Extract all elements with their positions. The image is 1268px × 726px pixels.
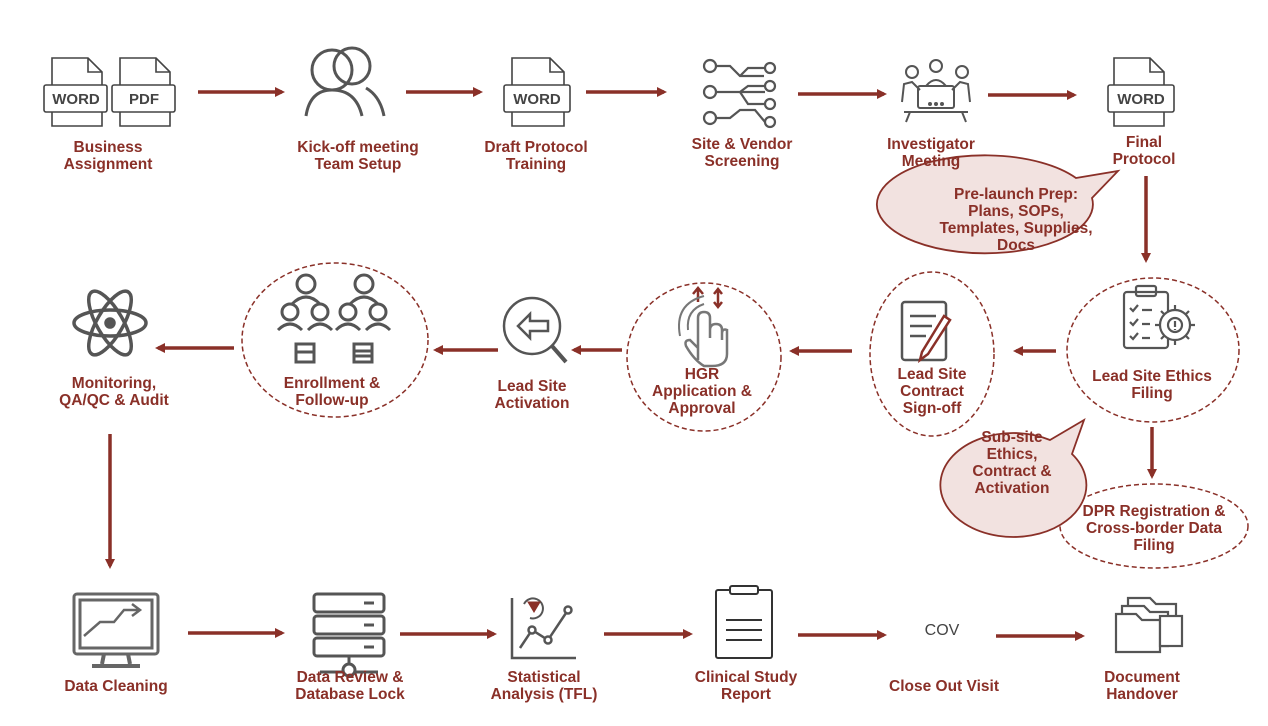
meeting-table-icon: [901, 59, 971, 123]
label-data-review: Data Review &Database Lock: [295, 669, 405, 703]
clipboard-gear-icon: [1122, 284, 1195, 350]
label-enrollment: Enrollment &Follow-up: [283, 375, 381, 409]
callout-prelaunch: Pre-launch Prep:Plans, SOPs, Templates, …: [939, 186, 1093, 254]
monitor-chart-icon: [72, 592, 160, 668]
label-monitoring: Monitoring,QA/QC & Audit: [59, 375, 169, 409]
folders-icon: [1114, 596, 1184, 654]
word-pdf-documents-icon: [43, 57, 176, 127]
label-close-out: Close Out Visit: [889, 678, 999, 695]
dashed-ellipse-dpr: [1059, 483, 1249, 569]
atom-icon: [72, 289, 148, 357]
word-document-icon: [1107, 57, 1175, 127]
word-badge: WORD: [1117, 91, 1165, 108]
people-icon: [304, 46, 386, 117]
word-badge: WORD: [52, 91, 100, 108]
speech-bubble-prelaunch: [876, 154, 1121, 255]
dashed-ellipse-enrollment: [241, 262, 429, 418]
dashed-ellipse-ethics: [1066, 277, 1240, 423]
dashed-ellipse-hgr: [626, 282, 782, 432]
label-data-cleaning: Data Cleaning: [64, 678, 168, 695]
network-nodes-icon: [702, 58, 777, 129]
magnifier-arrow-icon: [502, 296, 568, 364]
patient-groups-icon: [276, 273, 392, 364]
clipboard-lines-icon: [715, 585, 773, 659]
contract-pen-icon: [900, 300, 952, 364]
dashed-ellipse-contract: [869, 271, 995, 437]
word-badge: WORD: [513, 91, 561, 108]
cov-text-icon: COV: [924, 622, 960, 639]
speech-bubble-subsite: [939, 417, 1088, 538]
database-server-icon: [312, 592, 386, 678]
word-document-icon: [503, 57, 571, 127]
pdf-badge: PDF: [129, 91, 159, 108]
stats-chart-icon: [510, 597, 576, 660]
touch-hand-icon: [678, 286, 729, 368]
